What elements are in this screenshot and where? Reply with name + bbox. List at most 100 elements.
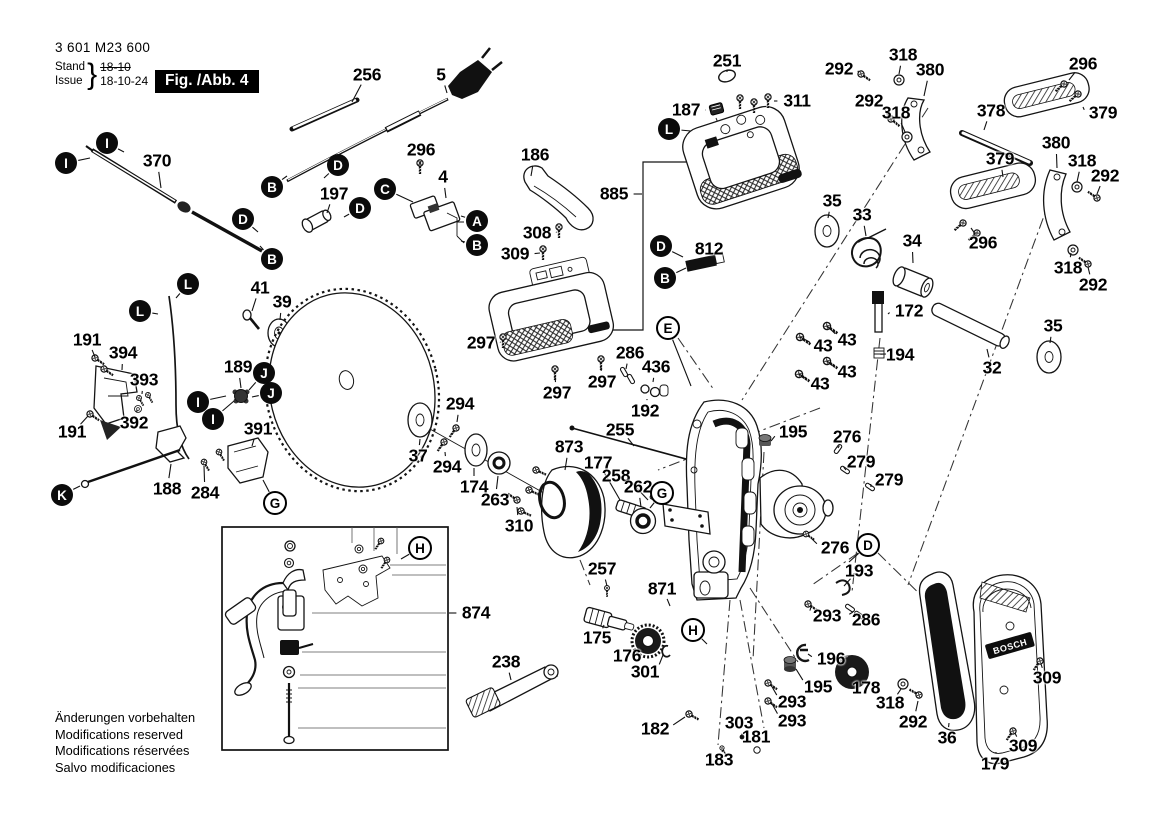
part-label-276: 276 <box>820 537 850 558</box>
part-label-812: 812 <box>694 238 724 259</box>
roller-178 <box>835 655 869 689</box>
clip-301 <box>661 644 671 658</box>
part-label-251: 251 <box>712 50 742 71</box>
part-label-256: 256 <box>352 64 382 85</box>
cable-370 <box>85 145 263 253</box>
part-label-297: 297 <box>587 371 617 392</box>
part-label-392: 392 <box>119 412 149 433</box>
callout-g-outlined: G <box>650 481 674 505</box>
bracket-line-885 <box>613 161 688 331</box>
part-label-195: 195 <box>803 676 833 697</box>
part-label-34: 34 <box>902 230 922 251</box>
issue-date: 18-10-24 <box>100 74 149 89</box>
shaft-175 <box>583 606 635 631</box>
base-885 <box>488 256 615 362</box>
part-label-43: 43 <box>810 373 830 394</box>
part-label-276: 276 <box>832 426 862 447</box>
part-label-294: 294 <box>445 393 475 414</box>
callout-d-filled: D <box>232 208 254 230</box>
switch-4 <box>409 195 465 244</box>
lever-188 <box>80 425 187 489</box>
part-label-183: 183 <box>704 749 734 770</box>
part-label-296: 296 <box>406 139 436 160</box>
callout-d-filled: D <box>327 154 349 176</box>
part-label-297: 297 <box>542 382 572 403</box>
subassembly-box-874 <box>221 526 449 751</box>
part-label-370: 370 <box>142 150 172 171</box>
stand-label: Stand <box>55 61 86 74</box>
part-label-5: 5 <box>436 64 446 85</box>
part-label-380: 380 <box>1041 132 1071 153</box>
part-label-309: 309 <box>500 243 530 264</box>
part-label-175: 175 <box>582 627 612 648</box>
bearing-262 <box>629 507 657 535</box>
rod-32 <box>931 302 1010 349</box>
part-label-176: 176 <box>612 645 642 666</box>
part-label-286: 286 <box>615 342 645 363</box>
part-label-189: 189 <box>223 356 253 377</box>
part-label-174: 174 <box>459 476 489 497</box>
grip-379-bottom <box>949 162 1037 210</box>
part-label-35: 35 <box>822 190 842 211</box>
part-label-181: 181 <box>741 726 771 747</box>
callout-d-outlined: D <box>856 533 880 557</box>
callout-e-outlined: E <box>656 316 680 340</box>
part-label-874: 874 <box>461 602 491 623</box>
callout-h-outlined: H <box>681 618 705 642</box>
part-label-871: 871 <box>647 578 677 599</box>
part-label-391: 391 <box>243 418 273 439</box>
callout-c-filled: C <box>374 178 396 200</box>
callout-k-filled: K <box>51 484 73 506</box>
part-label-318: 318 <box>881 102 911 123</box>
callout-j-filled: J <box>253 362 275 384</box>
spring-33 <box>850 228 887 269</box>
part-label-258: 258 <box>601 465 631 486</box>
part-label-43: 43 <box>837 329 857 350</box>
flange-37 <box>407 402 433 438</box>
part-label-37: 37 <box>408 445 428 466</box>
part-label-378: 378 <box>976 100 1006 121</box>
part-label-177: 177 <box>583 452 613 473</box>
part-label-308: 308 <box>522 222 552 243</box>
part-label-187: 187 <box>671 99 701 120</box>
part-label-194: 194 <box>885 344 915 365</box>
part-label-318: 318 <box>1053 257 1083 278</box>
washer-35-right <box>1036 340 1062 374</box>
part-label-197: 197 <box>319 183 349 204</box>
part-label-186: 186 <box>520 144 550 165</box>
screw-41 <box>242 309 261 330</box>
callout-l-filled: L <box>177 273 199 295</box>
plate-391 <box>227 437 269 484</box>
ring-181 <box>753 746 761 754</box>
part-label-41: 41 <box>250 277 270 298</box>
part-label-297: 297 <box>466 332 496 353</box>
knob-197 <box>301 209 332 233</box>
part-label-238: 238 <box>491 651 521 672</box>
motor-873 <box>538 465 606 559</box>
part-label-292: 292 <box>898 711 928 732</box>
part-label-33: 33 <box>852 204 872 225</box>
grommet-195-bottom <box>783 656 797 672</box>
part-label-262: 262 <box>623 476 653 497</box>
brace-glyph: } <box>87 57 98 91</box>
power-cord-5 <box>286 47 503 183</box>
part-label-188: 188 <box>152 478 182 499</box>
part-label-318: 318 <box>1067 150 1097 171</box>
title-block: 3 601 M23 600 Stand Issue } 18-10 18-10-… <box>55 40 150 89</box>
nut-189 <box>232 389 250 404</box>
gear-176 <box>630 623 666 659</box>
strap-238 <box>465 664 559 718</box>
part-label-303: 303 <box>724 712 754 733</box>
part-label-257: 257 <box>587 558 617 579</box>
parts-436-192 <box>640 384 669 398</box>
part-label-318: 318 <box>888 44 918 65</box>
part-label-196: 196 <box>816 648 846 669</box>
part-label-309: 309 <box>1032 667 1062 688</box>
belt-36 <box>918 571 976 732</box>
part-label-195: 195 <box>778 421 808 442</box>
part-label-885: 885 <box>599 183 629 204</box>
washer-303 <box>739 734 745 740</box>
modifications-notice: Änderungen vorbehalten Modifications res… <box>55 710 195 777</box>
